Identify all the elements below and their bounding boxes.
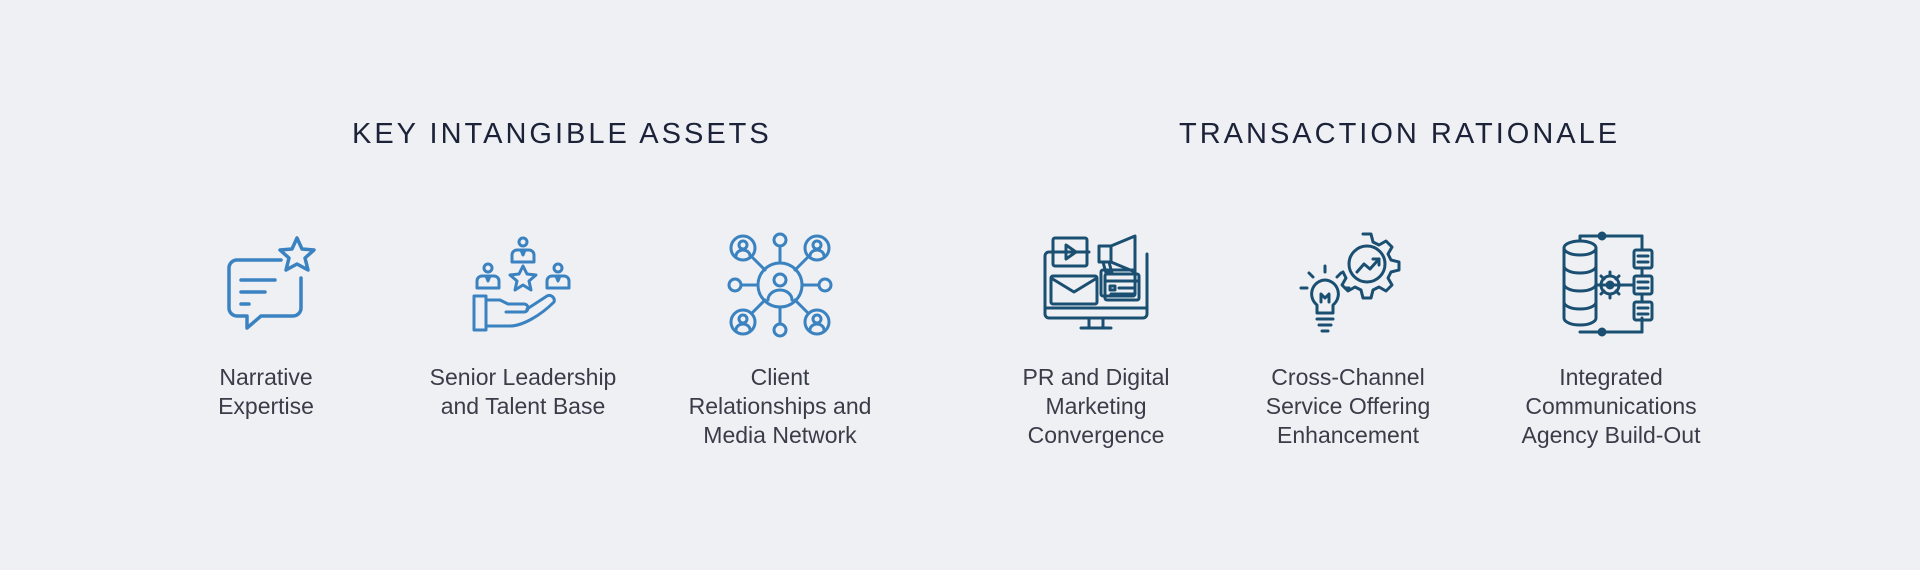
asset-narrative-expertise: Narrative Expertise (156, 230, 376, 421)
asset-label: Client Relationships and Media Network (688, 364, 872, 448)
hand-people-star-icon (472, 236, 571, 332)
lightbulb-gear-icon (1299, 232, 1401, 333)
asset-senior-leadership: Senior Leadership and Talent Base (413, 230, 633, 421)
asset-label: Senior Leadership and Talent Base (429, 364, 617, 419)
asset-client-relationships: Client Relationships and Media Network (670, 230, 890, 450)
asset-label: Narrative Expertise (218, 364, 314, 419)
transaction-rationale-title: TRANSACTION RATIONALE (1179, 118, 1621, 150)
database-flow-icon (1562, 231, 1654, 337)
chat-star-icon (227, 236, 316, 330)
rationale-label: PR and Digital Marketing Convergence (1022, 364, 1170, 448)
key-intangible-assets-title: KEY INTANGIBLE ASSETS (352, 118, 772, 150)
rationale-pr-digital: PR and Digital Marketing Convergence (986, 230, 1206, 450)
monitor-megaphone-icon (1043, 234, 1149, 330)
rationale-label: Integrated Communications Agency Build-O… (1521, 364, 1701, 448)
rationale-integrated-agency: Integrated Communications Agency Build-O… (1501, 230, 1721, 450)
network-people-icon (727, 232, 833, 338)
rationale-cross-channel: Cross-Channel Service Offering Enhanceme… (1238, 230, 1458, 450)
rationale-label: Cross-Channel Service Offering Enhanceme… (1265, 364, 1431, 448)
